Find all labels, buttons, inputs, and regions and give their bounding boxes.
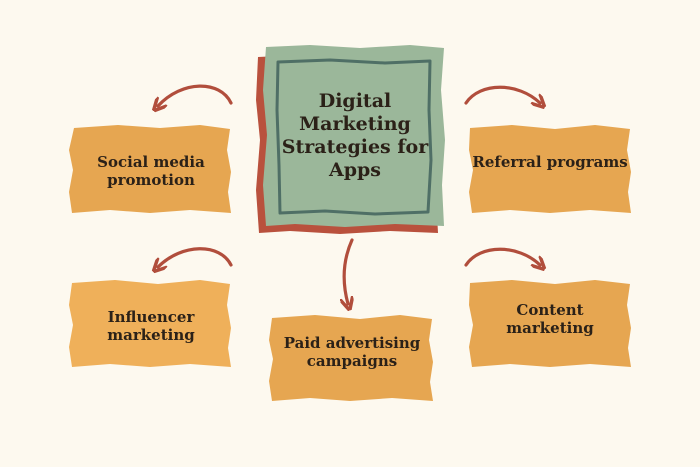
influencer-box [69,280,231,367]
node-label-influencer: Influencer marketing [107,308,195,344]
node-label-content: Content marketing [506,301,594,337]
node-label-referral: Referral programs [472,153,628,171]
arrow-to-referral [464,85,540,103]
paid-advertising-box [269,315,433,401]
referral-box [469,125,631,213]
node-label-social-media: Social media promotion [97,153,205,189]
arrow-to-content [464,247,540,265]
node-label-paid-advertising: Paid advertising campaigns [283,334,421,370]
arrow-to-paid-advertising [344,238,352,304]
social-media-box [69,125,231,213]
arrow-to-social-media [158,84,233,106]
content-box [469,280,631,367]
center-box [263,45,445,227]
center-box-inner-border [275,58,433,216]
arrow-to-influencer [158,247,233,267]
center-title: Digital Marketing Strategies for Apps [281,89,429,182]
